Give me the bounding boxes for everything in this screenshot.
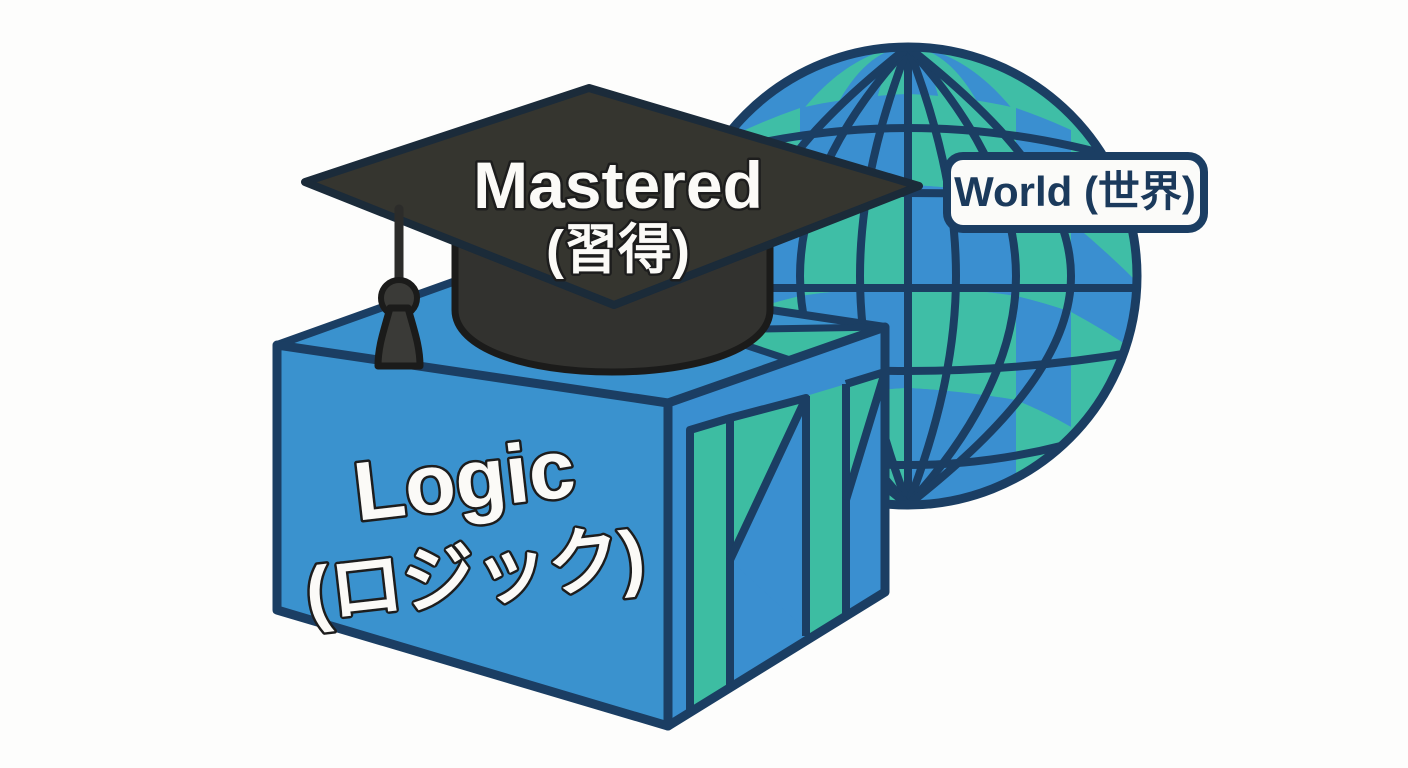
side-facet-3	[730, 398, 806, 630]
side-facet-5	[806, 384, 846, 636]
cap-label-line1: Mastered	[473, 148, 763, 222]
cap-label-group: Mastered (習得)	[471, 146, 766, 283]
side-facet-1	[690, 418, 730, 722]
tassel-body	[374, 304, 424, 370]
cap-label-line2: (習得)	[546, 220, 690, 280]
box-front-face	[272, 340, 673, 731]
graduation-cap-graphic: Mastered (習得)	[301, 84, 923, 376]
world-label-badge[interactable]: World (世界)	[943, 152, 1208, 233]
box-side-facets	[668, 368, 885, 726]
world-label-box[interactable]	[943, 152, 1208, 233]
world-label-text: World (世界)	[954, 168, 1196, 215]
cap-mortarboard-edge	[303, 178, 921, 309]
side-facet-7	[846, 372, 885, 620]
